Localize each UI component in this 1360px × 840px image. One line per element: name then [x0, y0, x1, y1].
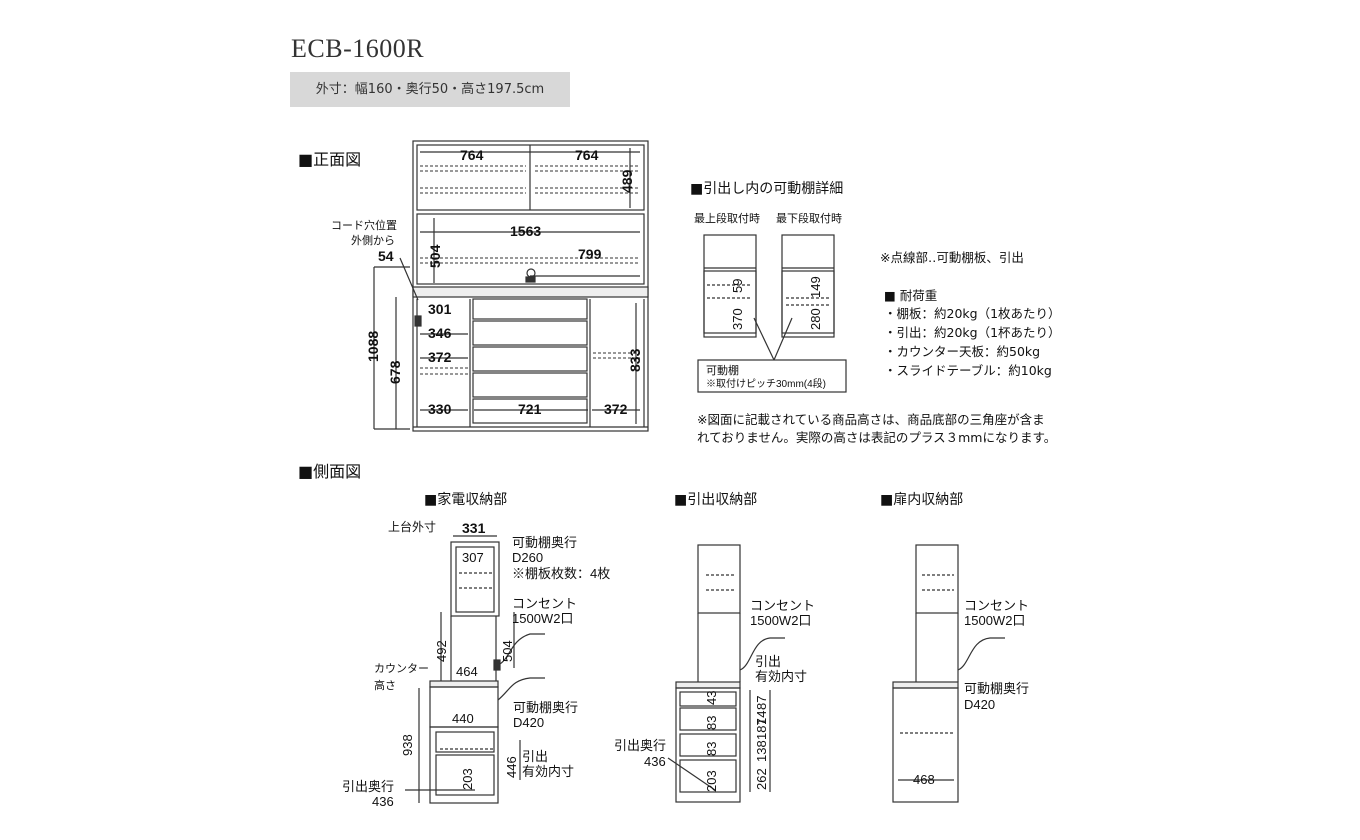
outer-dimensions-label: 外寸：幅160・奥行50・高さ197.5cm: [290, 72, 570, 107]
dim-331: 331: [462, 520, 486, 536]
dim-262: 262: [754, 768, 769, 790]
outlet-watt-label: 1500W2口: [512, 611, 573, 626]
appliance-section-title: ■家電収納部: [424, 492, 508, 508]
dim-468: 468: [913, 772, 935, 787]
drawer-inner-label-2: 有効内寸: [522, 764, 574, 779]
drawer-outlet-watt-label: 1500W2口: [750, 613, 811, 628]
door-section-title: ■扉内収納部: [880, 492, 964, 508]
dim-87: 87: [754, 696, 769, 710]
height-note-line2: れておりません。実際の高さは表記のプラス３mmになります。: [697, 430, 1057, 445]
dim-504-side: 504: [500, 640, 515, 662]
dim-440: 440: [452, 711, 474, 726]
dim-492: 492: [434, 640, 449, 662]
shelf-depth-d260: D260: [512, 550, 543, 565]
dim-203-drawer: 203: [704, 770, 719, 792]
load-item: ・カウンター天板：約50kg: [884, 344, 1041, 359]
load-item: ・引出：約20kg（1杯あたり）: [884, 325, 1061, 340]
dim-764-left: 764: [460, 147, 484, 163]
dim-138: 138: [754, 740, 769, 762]
movable-shelf-box-note: ※取付けピッチ30mm(4段): [706, 377, 826, 390]
shelf-depth-d420: D420: [513, 715, 544, 730]
dim-678: 678: [387, 360, 403, 384]
dim-83-b: 83: [704, 742, 719, 756]
dim-59: 59: [730, 279, 745, 293]
dim-54: 54: [378, 248, 394, 264]
door-shelf-depth-label: 可動棚奥行: [964, 681, 1029, 696]
counter-height-label: 高さ: [374, 678, 396, 692]
drawer-inner-label-2: 有効内寸: [755, 669, 807, 684]
movable-shelf-box-title: 可動棚: [706, 363, 739, 377]
dim-938: 938: [400, 734, 415, 756]
dim-833: 833: [627, 348, 643, 372]
shelf-depth-label-a: 可動棚奥行: [512, 535, 577, 550]
dim-446: 446: [504, 756, 519, 778]
dim-504-front: 504: [427, 244, 443, 268]
dotted-line-note: ※点線部‥可動棚板、引出: [880, 250, 1024, 265]
dim-187: 187: [754, 718, 769, 740]
dim-1088: 1088: [365, 331, 381, 362]
dim-280: 280: [808, 308, 823, 330]
dim-307: 307: [462, 550, 484, 565]
front-cabinet-outline: [412, 140, 649, 432]
top-mount-label: 最上段取付時: [694, 212, 760, 225]
drawer-detail-heading: ■引出し内の可動棚詳細: [690, 181, 844, 197]
dim-764-right: 764: [575, 147, 599, 163]
dim-149: 149: [808, 276, 823, 298]
door-shelf-depth-d420: D420: [964, 697, 995, 712]
dim-43: 43: [704, 691, 719, 705]
counter-label: カウンター: [374, 662, 429, 675]
dim-489: 489: [619, 169, 635, 193]
height-note-line1: ※図面に記載されている商品高さは、商品底部の三角座が含ま: [697, 412, 1045, 427]
front-view-heading: ■正面図: [298, 150, 362, 169]
drawer-section-title: ■引出収納部: [674, 492, 758, 508]
cord-hole-outside: 外側から: [351, 234, 395, 247]
drawer-depth-436: 436: [644, 754, 666, 769]
top-outer-label: 上台外寸: [388, 519, 436, 534]
dim-346: 346: [428, 325, 452, 341]
dim-83-a: 83: [704, 716, 719, 730]
drawer-inner-label: 引出: [755, 654, 781, 669]
dim-148: 14: [754, 711, 769, 725]
shelf-depth-label-b: 可動棚奥行: [513, 700, 578, 715]
side-view-heading: ■側面図: [298, 462, 362, 481]
dim-203: 203: [460, 768, 475, 790]
load-item: ・棚板：約20kg（1枚あたり）: [884, 306, 1061, 321]
dim-301: 301: [428, 301, 452, 317]
bottom-mount-label: 最下段取付時: [776, 212, 842, 225]
drawer-depth-label: 引出奥行: [342, 779, 394, 794]
dim-1563: 1563: [510, 223, 541, 239]
dim-372-right: 372: [604, 401, 628, 417]
dim-330: 330: [428, 401, 452, 417]
door-outlet-label: コンセント: [964, 598, 1029, 613]
dim-464: 464: [456, 664, 478, 679]
drawer-depth-label: 引出奥行: [614, 738, 666, 753]
outlet-label: コンセント: [512, 596, 577, 611]
dim-799: 799: [578, 246, 602, 262]
load-heading: ■ 耐荷重: [884, 288, 938, 303]
drawer-depth-436: 436: [372, 794, 394, 809]
shelf-count-label: ※棚板枚数：4枚: [512, 566, 610, 581]
drawer-outlet-label: コンセント: [750, 598, 815, 613]
drawer-inner-label: 引出: [522, 749, 548, 764]
dim-721: 721: [518, 401, 542, 417]
cord-hole-label: コード穴位置: [331, 218, 397, 232]
load-item: ・スライドテーブル：約10kg: [884, 363, 1052, 378]
dim-370: 370: [730, 308, 745, 330]
dim-372-left: 372: [428, 349, 452, 365]
model-title: ECB-1600R: [291, 34, 425, 63]
door-outlet-watt-label: 1500W2口: [964, 613, 1025, 628]
